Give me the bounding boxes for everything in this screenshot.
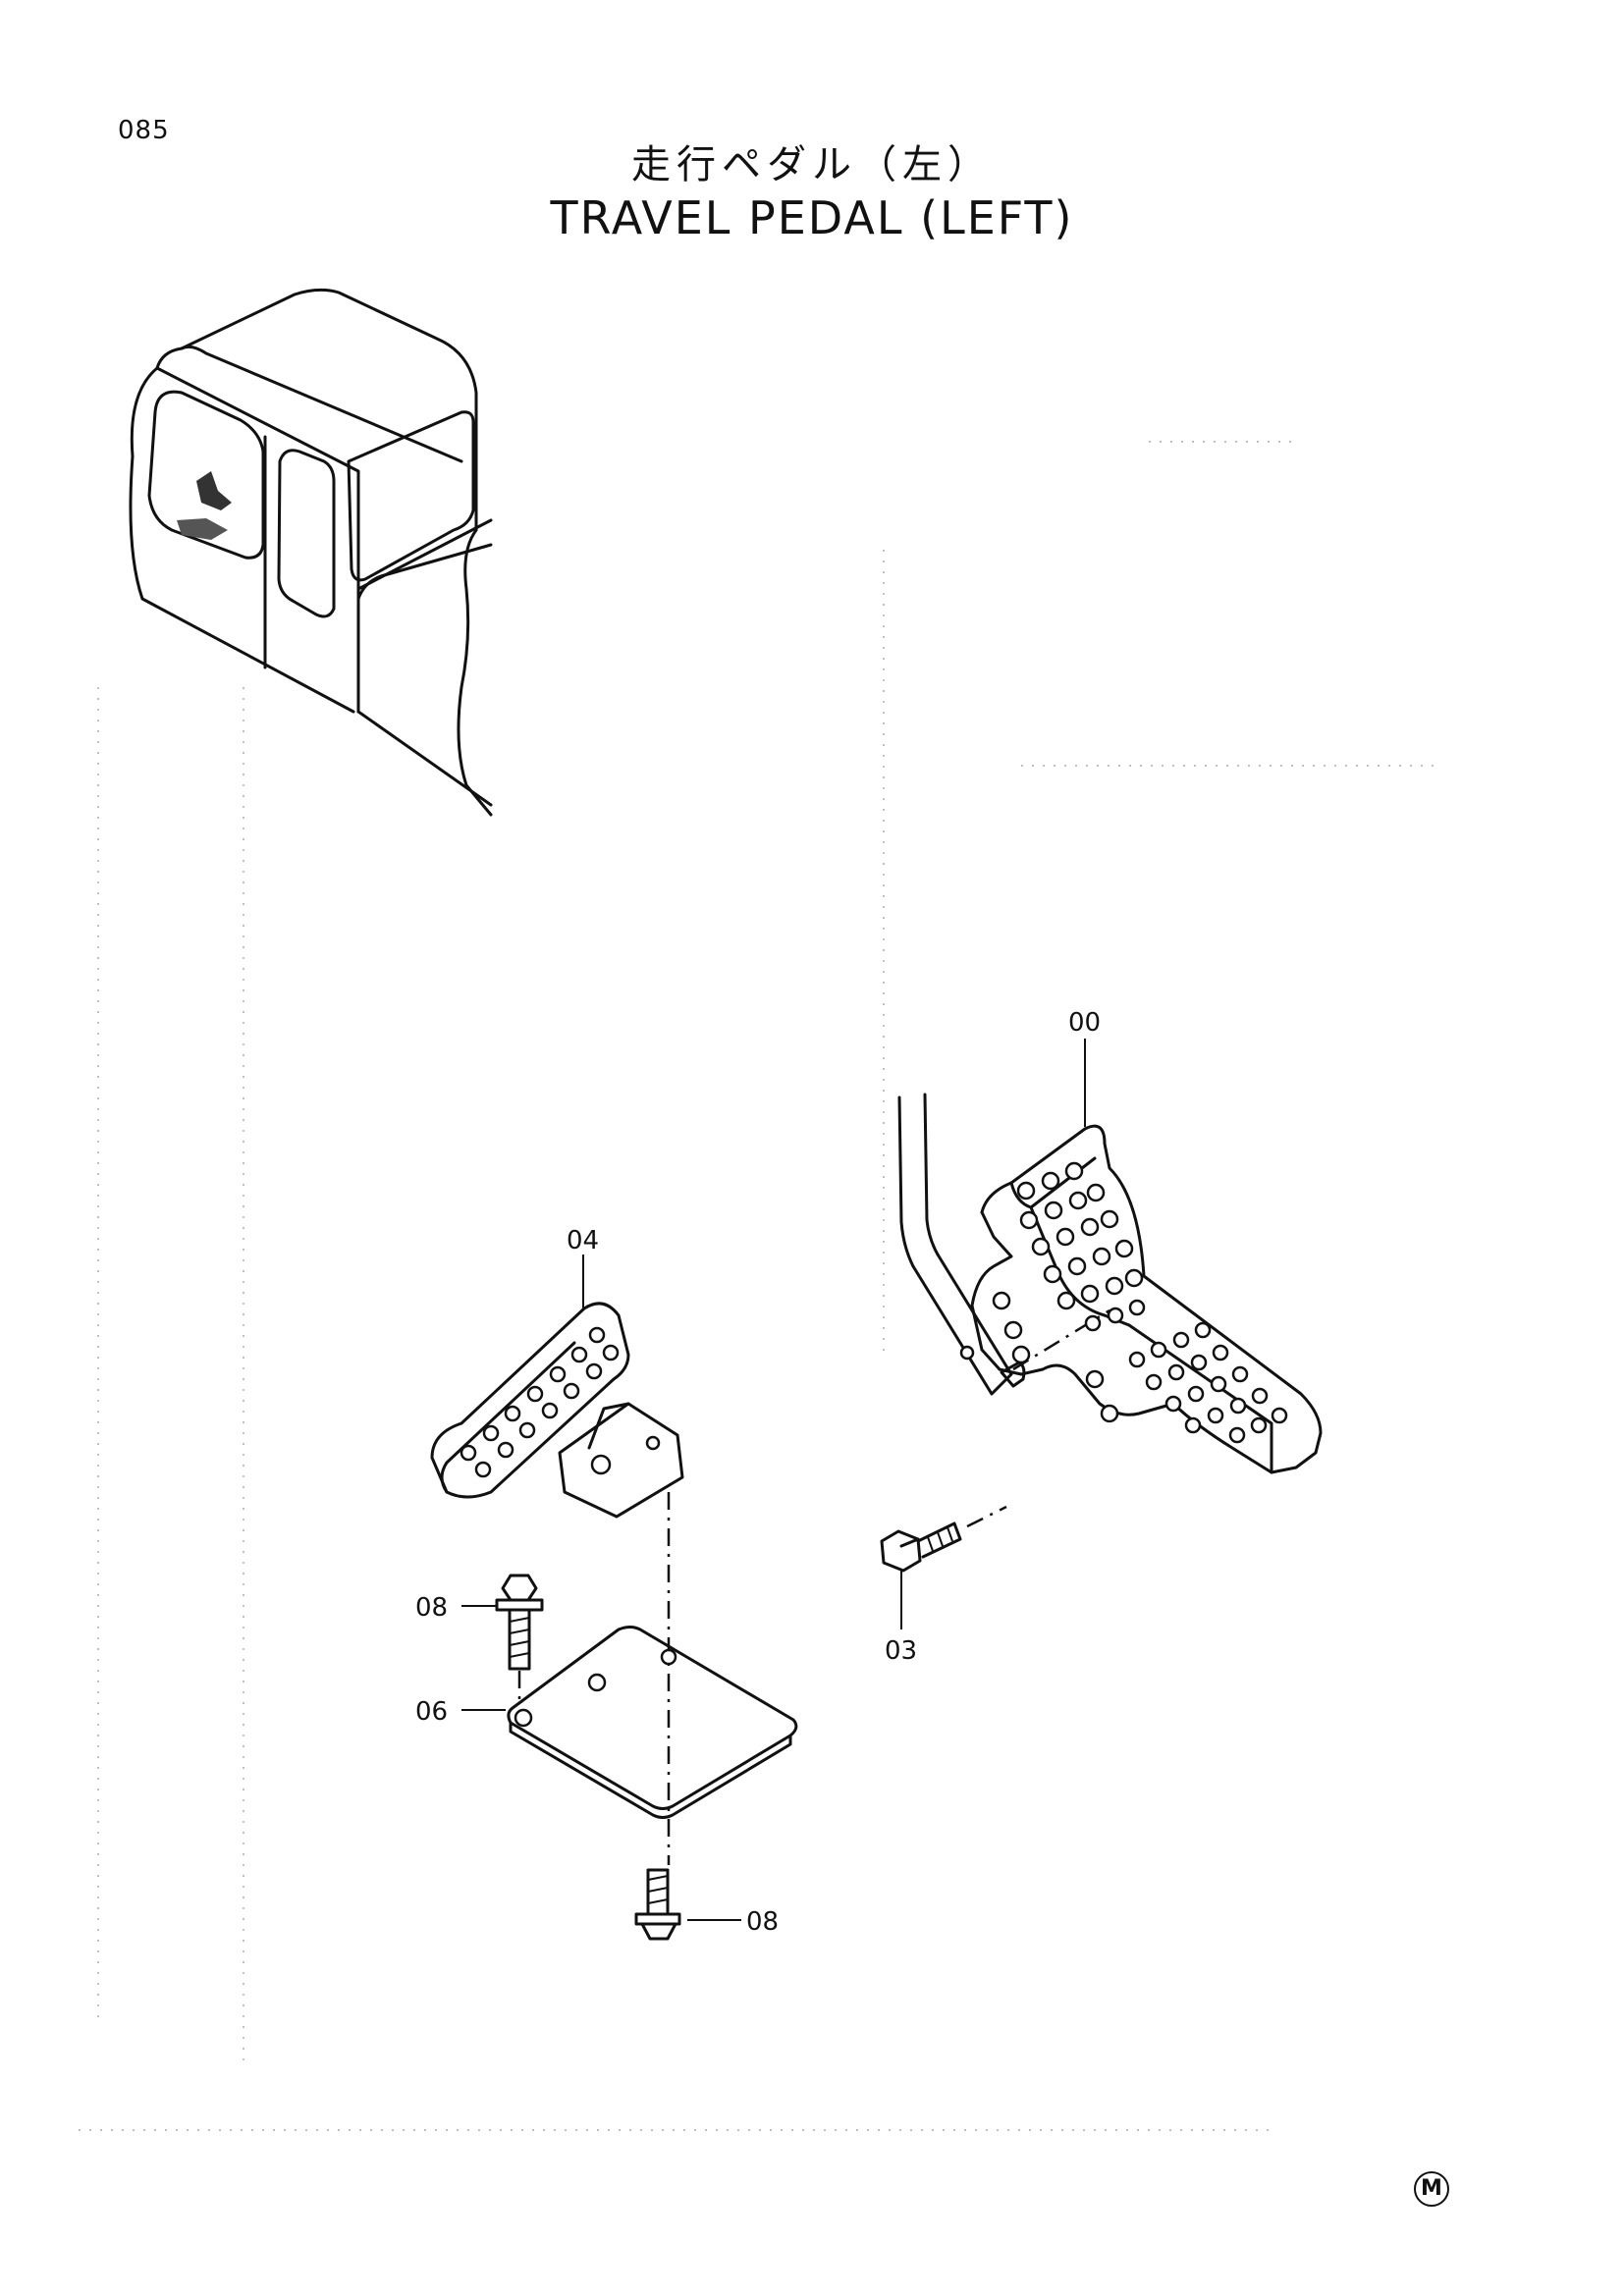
pedal-00-tread-holes-upper — [1016, 1161, 1146, 1332]
part-03-bolt — [880, 1522, 962, 1573]
callout-06: 06 — [415, 1697, 448, 1727]
callout-08a: 08 — [415, 1593, 448, 1623]
part-08-bolt-upper — [495, 1574, 544, 1706]
scan-guides — [79, 441, 1434, 2131]
page-number: 085 — [118, 116, 170, 145]
title-english: TRAVEL PEDAL (LEFT) — [550, 191, 1074, 244]
part-04-pedal — [430, 1302, 684, 1519]
callout-03: 03 — [885, 1636, 917, 1666]
part-00-travel-pedal — [897, 1093, 1323, 1528]
callout-00: 00 — [1068, 1008, 1101, 1038]
title-japanese: 走行ペダル（左） — [631, 142, 993, 187]
cab-location-illustration — [129, 288, 493, 817]
maker-mark: M — [1414, 2171, 1449, 2207]
part-08-bolt-lower — [634, 1868, 681, 1941]
callout-04: 04 — [567, 1226, 599, 1255]
callout-08b: 08 — [746, 1907, 779, 1937]
part-06-plate — [507, 1626, 798, 1819]
pedal-00-tread-holes-lower — [1128, 1321, 1288, 1444]
